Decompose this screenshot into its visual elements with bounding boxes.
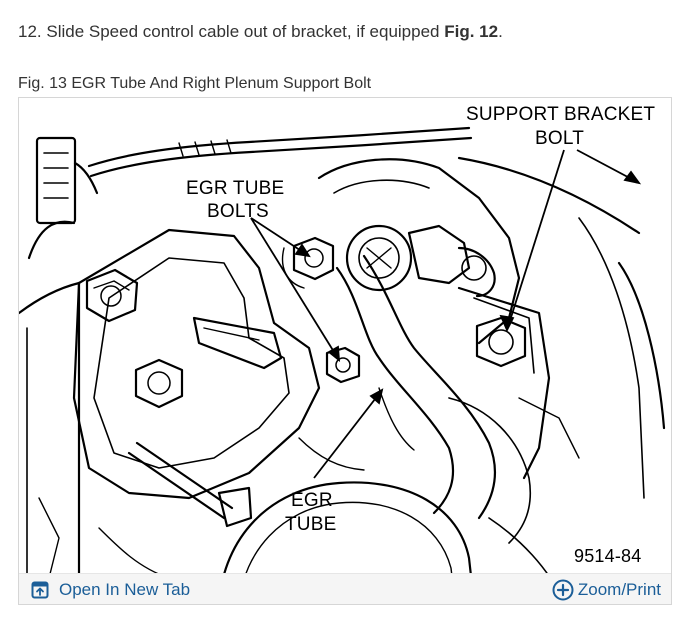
label-egr-tube-1: EGR xyxy=(291,490,333,511)
figure-reference: Fig. 12 xyxy=(444,22,499,41)
throttle-port xyxy=(345,224,413,292)
step-text: 12. Slide Speed control cable out of bra… xyxy=(18,22,445,41)
egr-valve-fitting xyxy=(407,224,471,285)
figure-toolbar: Open In New Tab Zoom/Print xyxy=(19,573,671,604)
label-egr-tube-2: TUBE xyxy=(285,514,336,535)
intake-plenum xyxy=(317,158,521,345)
plate-bolt-lower xyxy=(134,358,184,409)
open-in-new-tab-button[interactable]: Open In New Tab xyxy=(31,579,190,601)
open-in-new-tab-label: Open In New Tab xyxy=(59,580,191,599)
open-in-new-tab-icon xyxy=(31,581,49,599)
oil-filter xyxy=(217,481,476,604)
egr-tube xyxy=(335,266,454,515)
plus-circle-icon xyxy=(552,579,574,601)
egr-tube-bolt-lower xyxy=(325,346,361,384)
label-support-bracket-bolt: BOLT xyxy=(535,128,584,149)
plate-bolt-upper xyxy=(85,268,139,323)
step-instruction: 12. Slide Speed control cable out of bra… xyxy=(18,22,503,42)
egr-tube-diagram: SUPPORT BRACKET BOLT EGR TUBE BOLTS EGR … xyxy=(19,104,666,604)
plenum-support-plate xyxy=(72,228,321,500)
zoom-print-button[interactable]: Zoom/Print xyxy=(552,579,661,601)
electrical-connector xyxy=(35,136,77,225)
linkage-rod xyxy=(127,451,226,520)
label-egr-tube-bolts-1: EGR TUBE xyxy=(186,178,284,199)
label-egr-tube-bolts-2: BOLTS xyxy=(207,201,269,222)
label-support-bracket: SUPPORT BRACKET xyxy=(466,104,655,125)
step-period: . xyxy=(498,22,503,41)
label-part-number: 9514-84 xyxy=(574,546,641,566)
right-support-bracket xyxy=(457,286,551,480)
zoom-print-label: Zoom/Print xyxy=(577,580,661,599)
speed-control-cable xyxy=(87,126,471,168)
bracket-slot xyxy=(192,316,283,370)
figure-caption: Fig. 13 EGR Tube And Right Plenum Suppor… xyxy=(18,75,372,92)
figure-panel: SUPPORT BRACKET BOLT EGR TUBE BOLTS EGR … xyxy=(18,97,672,605)
